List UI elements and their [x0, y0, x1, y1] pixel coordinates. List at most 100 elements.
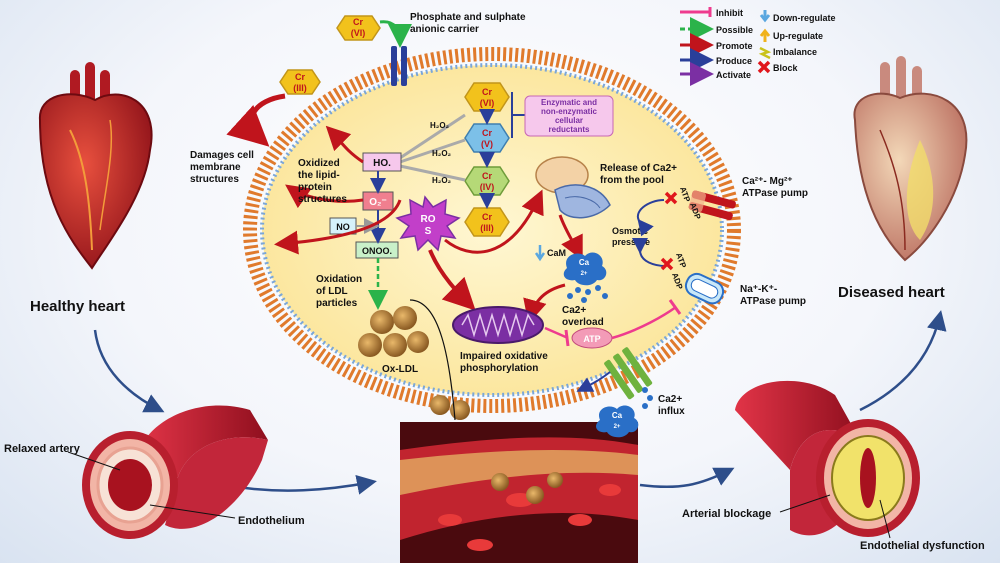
impaired-ox-label-1: Impaired oxidative [460, 351, 548, 362]
cr-vi-hexagon [464, 82, 510, 112]
onoo-label: ONOO. [362, 246, 392, 256]
cr-iii-state: (III) [480, 223, 494, 233]
healthy-heart-illustration [38, 62, 153, 270]
ca-influx-cloud [596, 405, 639, 438]
legend-up-regulate: Up-regulate [773, 31, 823, 41]
h2o2-label-1: H₂O₂ [430, 121, 450, 130]
cr-vi-outside-symbol: Cr [353, 17, 363, 27]
cr-v-state: (V) [481, 139, 493, 149]
oxidized-lipid-label-2: the lipid- [298, 170, 340, 181]
oxidized-lipid-label-4: structures [298, 194, 347, 205]
cr-vi-hexagon-outside [336, 15, 381, 41]
oxidized-lipid-label-3: protein [298, 182, 332, 193]
carrier-channel-left [391, 46, 397, 86]
reductants-label-2: non-enzymatic [541, 107, 598, 116]
mitochondrion [452, 306, 544, 344]
legend-promote: Promote [716, 41, 753, 51]
legend-down-regulate: Down-regulate [773, 13, 836, 23]
oxidized-lipid-label-1: Oxidized [298, 158, 340, 169]
arrow-blocked-to-disease [859, 310, 947, 412]
legend-imbalance: Imbalance [773, 47, 817, 57]
legend-possible: Possible [716, 25, 753, 35]
osmotic-label-1: Osmotic [612, 226, 648, 236]
release-ca-label-2: from the pool [600, 175, 664, 186]
cr-iv-hexagon [464, 166, 510, 196]
release-ca-label-1: Release of Ca2+ [600, 163, 677, 174]
ca-influx-dots [642, 387, 653, 409]
ox-ldl-label: Ox-LDL [382, 364, 418, 375]
legend-block: Block [773, 63, 799, 73]
cam-label: CaM [547, 248, 566, 258]
cr-iv-state: (IV) [480, 182, 495, 192]
damages-membrane-label-1: Damages cell [190, 150, 254, 161]
ca-overload-label-2: overload [562, 317, 604, 328]
ros-label-1: RO [421, 214, 436, 225]
legend-inhibit: Inhibit [716, 8, 743, 18]
endothelial-dysfunction-label: Endothelial dysfunction [860, 540, 985, 552]
relaxed-artery-illustration [82, 405, 268, 539]
diseased-heart-illustration [853, 56, 968, 262]
ca-mg-pump-label-1: Ca²⁺- Mg²⁺ [742, 176, 793, 187]
ros-label-2: S [425, 226, 432, 237]
arrow-heart-to-artery [93, 329, 165, 413]
na-k-pump-label-2: ATPase pump [740, 296, 806, 307]
oxidation-ldl-label-1: Oxidation [316, 274, 362, 285]
ros-starburst [395, 195, 461, 252]
cr-iv-symbol: Cr [482, 171, 492, 181]
reductants-label-1: Enzymatic and [541, 98, 597, 107]
reductants-label-3: cellular [555, 116, 583, 125]
cr-vi-outside-state: (VI) [351, 28, 366, 38]
cr-iii-outside-symbol: Cr [295, 72, 305, 82]
legend-activate: Activate [716, 70, 751, 80]
cr-vi-state: (VI) [480, 98, 495, 108]
oxidation-ldl-label-2: of LDL [316, 286, 348, 297]
h2o2-label-2: H₂O₂ [432, 149, 452, 158]
ca-overload-ion: Ca [579, 258, 590, 267]
diseased-heart-label: Diseased heart [838, 284, 945, 301]
legend: Inhibit Possible Promote Produce Activat… [680, 7, 836, 86]
arrow-vessel-to-blocked [639, 467, 735, 489]
ca-influx-label-2: influx [658, 406, 685, 417]
ho-label: HO. [373, 158, 391, 169]
cam-down-icon [534, 245, 546, 262]
carrier-channel-right [401, 46, 407, 86]
damages-membrane-label-3: structures [190, 174, 239, 185]
ca-influx-charge: 2+ [614, 424, 621, 430]
ca-influx-ion: Ca [612, 411, 623, 420]
cr-iii-symbol: Cr [482, 212, 492, 222]
block-x-icon [757, 60, 771, 74]
arrow-ros-to-mito [428, 249, 476, 311]
reductants-label-4: reductants [549, 125, 590, 134]
impaired-ox-label-2: phosphorylation [460, 363, 538, 374]
relaxed-artery-label: Relaxed artery [4, 443, 81, 455]
ca-mg-pump-label-2: ATPase pump [742, 188, 808, 199]
ca-overload-cloud [563, 252, 607, 286]
lightning-icon [758, 46, 772, 60]
endoplasmic-reticulum [535, 156, 611, 219]
block-x-pump1 [664, 191, 678, 205]
cr-vi-symbol: Cr [482, 87, 492, 97]
no-label: NO [336, 222, 350, 232]
cell-membrane-outer [243, 47, 741, 413]
arrow-cr-entry [379, 20, 412, 48]
cr-iii-hexagon-outside [279, 69, 321, 95]
healthy-heart-label: Healthy heart [30, 298, 125, 315]
blocked-artery-illustration [735, 380, 920, 537]
down-arrow-icon [759, 10, 771, 23]
ca-influx-label-1: Ca2+ [658, 394, 682, 405]
oxidation-ldl-label-3: particles [316, 298, 358, 309]
arterial-blockage-label: Arterial blockage [682, 508, 771, 520]
phosphate-carrier-label-2: anionic carrier [410, 24, 479, 35]
ca-dots [567, 285, 608, 303]
na-k-atpase-pump [684, 272, 725, 305]
up-arrow-icon [759, 28, 771, 42]
na-k-pump-label-1: Na⁺-K⁺- [740, 284, 777, 295]
arrow-ros-to-er [444, 189, 544, 254]
reductants-box [524, 95, 614, 137]
osmotic-label-2: pressure [612, 237, 650, 247]
phosphate-carrier-label-1: Phosphate and sulphate [410, 12, 526, 23]
ca-overload-charge: 2+ [581, 271, 588, 277]
cr-iii-hexagon [464, 207, 510, 237]
